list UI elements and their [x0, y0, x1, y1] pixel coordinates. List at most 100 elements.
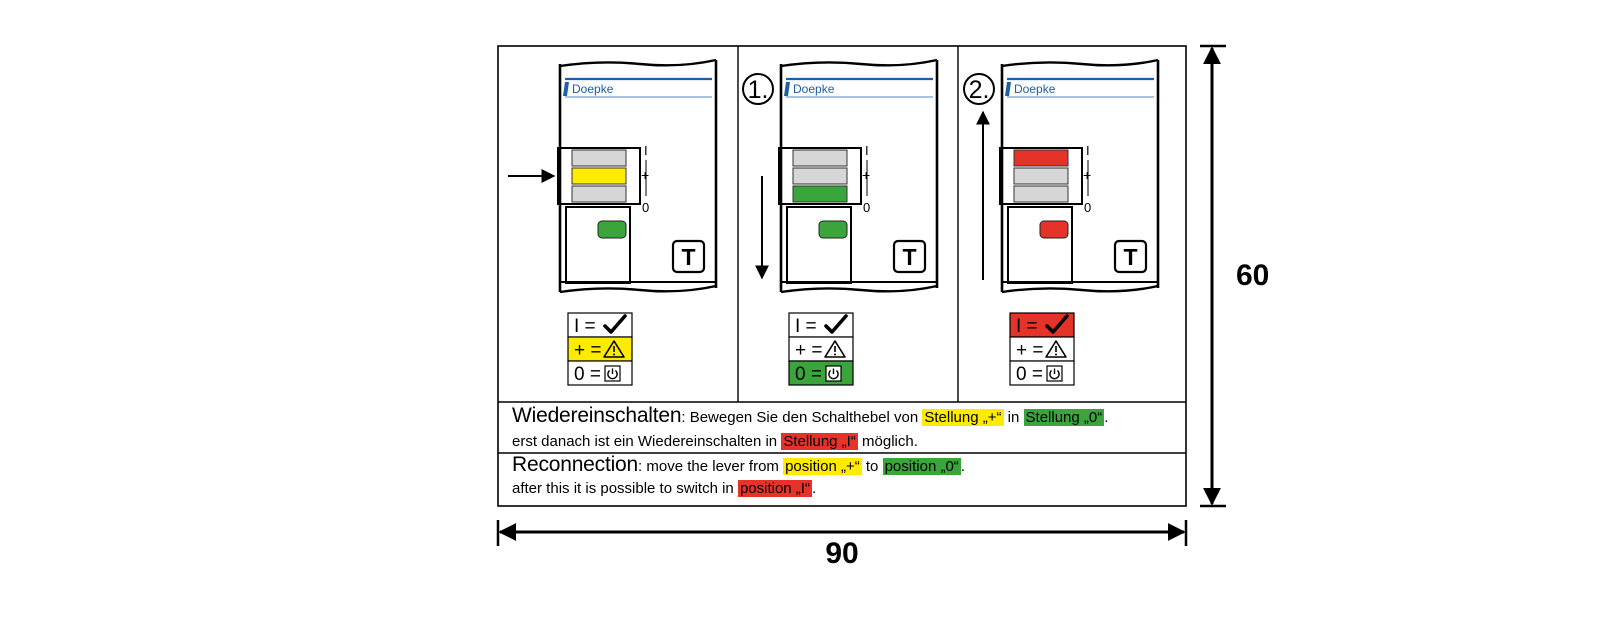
test-button-icon [892, 239, 927, 274]
test-button-icon [1113, 239, 1148, 274]
legend-prefix-plus: + = [574, 340, 601, 361]
height-dimension-label: 60 [1236, 259, 1269, 292]
scale-zero-label: 0 [642, 200, 649, 215]
test-button-label: T [902, 244, 916, 270]
legend-prefix-one: I = [574, 316, 596, 337]
step-number: 1. [748, 76, 769, 104]
instruction-en-text5: . [811, 480, 817, 497]
position-plus-highlight-en: position „+“ [783, 458, 862, 475]
warning-icon-dot [834, 353, 836, 356]
test-button-icon [671, 239, 706, 274]
handle-frame [778, 147, 862, 205]
handle-segment-zero [792, 185, 848, 203]
scale-one-label: I [865, 143, 869, 158]
lower-module [565, 206, 631, 284]
legend-prefix-one: I = [795, 316, 817, 337]
instruction-de-line2: erst danach ist ein Wiedereinschalten in… [512, 432, 918, 452]
device-top-break [780, 58, 938, 68]
legend-prefix-zero: 0 = [574, 364, 601, 385]
brand-logo-mark [1005, 82, 1011, 96]
handle-segment-plus [571, 167, 627, 185]
scale-zero-label: 0 [863, 200, 870, 215]
scale-plus-label: + [641, 167, 649, 183]
handle-segment-one [792, 149, 848, 167]
instruction-de-line1: Wiedereinschalten: Bewegen Sie den Schal… [512, 404, 1109, 428]
legend-row-one [1009, 312, 1075, 338]
instruction-en-text3: . [960, 458, 965, 475]
instruction-de-text3: . [1104, 409, 1109, 426]
brand-logo-mark [563, 82, 569, 96]
legend-prefix-plus: + = [1016, 340, 1043, 361]
instruction-en-heading: Reconnection [512, 453, 639, 476]
scale-one-label: I [1086, 143, 1090, 158]
legend-prefix-zero: 0 = [1016, 364, 1043, 385]
position-zero-highlight-en: position „0“ [882, 458, 961, 475]
handle-segment-one [1013, 149, 1069, 167]
legend-row-one [567, 312, 633, 338]
handle-segment-plus [792, 167, 848, 185]
lower-module [786, 206, 852, 284]
status-led [1039, 220, 1069, 239]
handle-frame [999, 147, 1083, 205]
legend-prefix-plus: + = [795, 340, 822, 361]
device-bottom-break [559, 284, 717, 294]
warning-icon-dot [613, 353, 615, 356]
check-icon [824, 314, 848, 334]
instruction-de-text1: Bewegen Sie den Schalthebel von [685, 409, 923, 426]
handle-segment-zero [1013, 185, 1069, 203]
instruction-de-text4: erst danach ist ein Wiedereinschalten in [512, 433, 782, 450]
label-frame [497, 45, 1187, 507]
handle-segment-one [571, 149, 627, 167]
power-icon [828, 369, 839, 380]
brand-name: Doepke [572, 82, 614, 96]
instruction-de-separator: : [681, 409, 686, 426]
warning-icon [603, 340, 625, 358]
brand-name: Doepke [793, 82, 835, 96]
warning-icon [824, 340, 846, 358]
device-top-break [559, 58, 717, 68]
legend-row-zero [1009, 360, 1075, 386]
status-led [818, 220, 848, 239]
width-dimension-label: 90 [825, 537, 858, 570]
status-led [597, 220, 627, 239]
lower-module [1007, 206, 1073, 284]
brand-logo-mark [784, 82, 790, 96]
device-bottom-break [1001, 284, 1159, 294]
step-marker-circle [742, 73, 774, 105]
brand-name: Doepke [1014, 82, 1056, 96]
handle-segment-plus [1013, 167, 1069, 185]
legend-prefix-one: I = [1016, 316, 1038, 337]
scale-one-label: I [644, 143, 648, 158]
test-button-label: T [681, 244, 695, 270]
legend-prefix-zero: 0 = [795, 364, 822, 385]
power-icon [607, 369, 618, 380]
device-top-break [1001, 58, 1159, 68]
handle-frame [557, 147, 641, 205]
warning-icon [1045, 340, 1067, 358]
test-button-label: T [1123, 244, 1137, 270]
instruction-de-text2: in [1003, 409, 1024, 426]
instruction-de-text5: möglich. [857, 433, 918, 450]
instruction-en-line2: after this it is possible to switch in p… [512, 479, 816, 499]
scale-zero-label: 0 [1084, 200, 1091, 215]
instruction-en-text2: to [861, 458, 883, 475]
scale-plus-label: + [862, 167, 870, 183]
instruction-de-heading: Wiedereinschalten [512, 404, 682, 427]
position-zero-highlight-de: Stellung „0“ [1023, 409, 1105, 426]
legend-row-zero [567, 360, 633, 386]
instruction-en-text1: move the lever from [642, 458, 784, 475]
scale-plus-label: + [1083, 167, 1091, 183]
legend-row-zero [788, 360, 854, 386]
step-number: 2. [969, 76, 990, 104]
instruction-en-separator: : [638, 458, 643, 475]
check-icon [1045, 314, 1069, 334]
handle-segment-zero [571, 185, 627, 203]
device-bottom-break [780, 284, 938, 294]
position-one-highlight-en: position „I“ [737, 480, 812, 497]
position-one-highlight-de: Stellung „I“ [781, 433, 858, 450]
warning-icon-dot [1055, 353, 1057, 356]
check-icon [603, 314, 627, 334]
